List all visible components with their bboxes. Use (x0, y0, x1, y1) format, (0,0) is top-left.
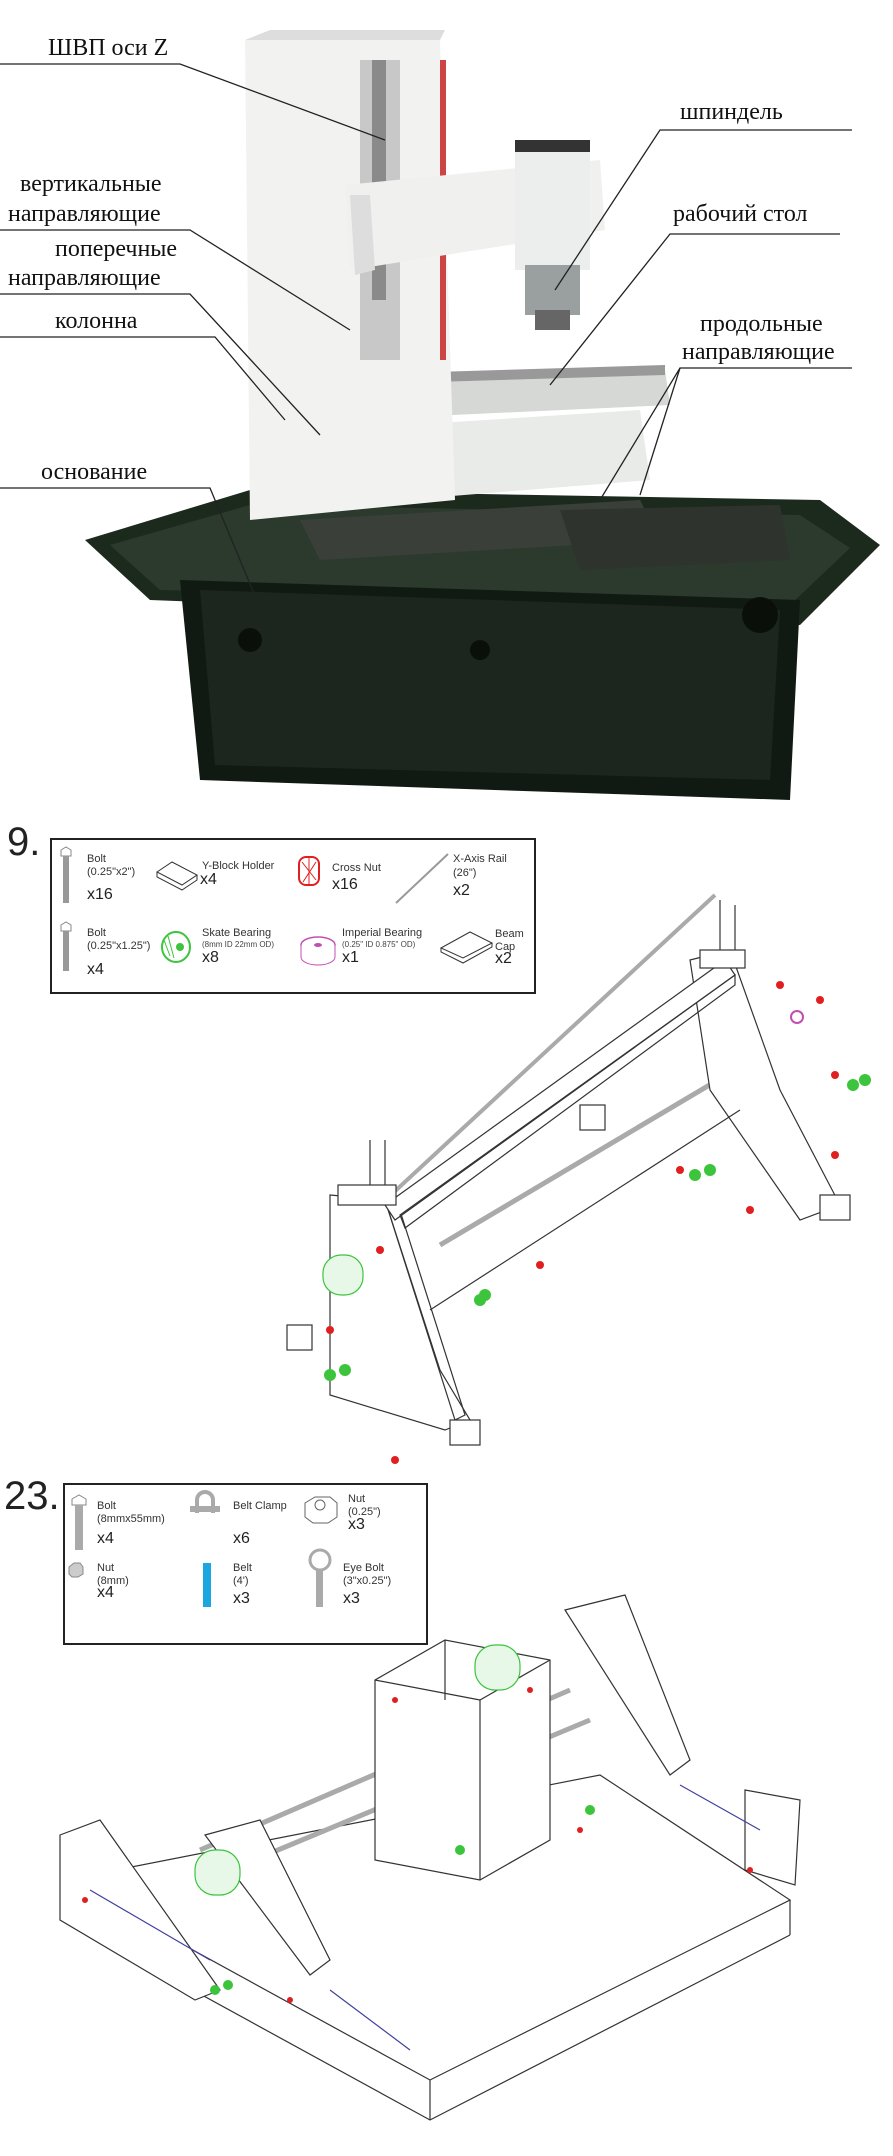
part-nut-quarter-spec: (0.25") (348, 1506, 381, 1518)
part-imperial-bearing-qty: x1 (342, 949, 359, 966)
part-belt-clamp-name: Belt Clamp (233, 1500, 287, 1512)
cross-nuts-red (326, 981, 839, 1464)
label-ballscrew-z: ШВП оси Z (48, 35, 169, 61)
part-bolt-2in-name: Bolt (87, 853, 106, 865)
label-longitudinal-guides-1: продольные (700, 311, 823, 337)
part-nut-quarter-qty: x3 (348, 1516, 365, 1533)
cnc-machine-photo: ШВП оси Z шпиндель вертикальные направля… (0, 0, 893, 815)
part-cross-nut-name: Cross Nut (332, 862, 381, 874)
label-work-table: рабочий стол (673, 201, 808, 227)
part-belt-clamp-qty: x6 (233, 1530, 250, 1547)
bearings-green (324, 1074, 871, 1381)
part-bolt-8mm-spec: (8mmx55mm) (97, 1513, 165, 1525)
label-vertical-guides-2: направляющие (8, 201, 161, 227)
label-base: основание (41, 459, 148, 485)
label-longitudinal-guides-2: направляющие (682, 339, 835, 365)
step-9-number: 9. (7, 820, 41, 864)
cross-nuts-red-23 (82, 1687, 753, 2003)
part-skate-bearing-qty: x8 (202, 949, 219, 966)
label-spindle: шпиндель (680, 99, 783, 125)
label-cross-guides-2: направляющие (8, 265, 161, 291)
part-eye-bolt-name: Eye Bolt (343, 1562, 384, 1574)
step-23-assembly-drawing (59, 1594, 801, 2121)
part-nut-8mm-qty: x4 (97, 1584, 114, 1601)
cnc-machine-illustration (0, 30, 880, 800)
part-belt-name: Belt (233, 1562, 252, 1574)
step-23-parts-list (63, 1483, 428, 1645)
part-imperial-bearing-spec: (0.25" ID 0.875" OD) (342, 940, 416, 949)
part-y-block-holder-qty: x4 (200, 871, 217, 888)
part-bolt-125-qty: x4 (87, 961, 104, 978)
part-bolt-2in-spec: (0.25"x2") (87, 866, 136, 878)
label-column: колонна (55, 308, 138, 334)
part-eye-bolt-spec: (3"x0.25") (343, 1575, 392, 1587)
part-skate-bearing-spec: (8mm ID 22mm OD) (202, 940, 274, 949)
part-bolt-125-name: Bolt (87, 927, 106, 939)
part-cross-nut-qty: x16 (332, 876, 358, 893)
part-belt-qty: x3 (233, 1590, 250, 1607)
part-bolt-125-spec: (0.25"x1.25") (87, 940, 151, 952)
part-beam-cap-name: Beam (495, 928, 524, 940)
part-imperial-bearing-name: Imperial Bearing (342, 927, 423, 939)
bearings-green-23 (210, 1805, 595, 1995)
part-belt-spec: (4') (233, 1575, 249, 1587)
part-bolt-8mm-qty: x4 (97, 1530, 114, 1547)
part-x-axis-rail-name: X-Axis Rail (453, 853, 507, 865)
part-beam-cap-name2: Cap (495, 941, 516, 953)
part-x-axis-rail-spec: (26") (453, 867, 477, 879)
part-nut-8mm-name: Nut (97, 1562, 115, 1574)
step-23-number: 23. (4, 1474, 60, 1518)
part-skate-bearing-name: Skate Bearing (202, 927, 272, 939)
part-nut-quarter-name: Nut (348, 1493, 366, 1505)
part-y-block-holder-name: Y-Block Holder (202, 860, 275, 872)
label-cross-guides-1: поперечные (55, 236, 178, 262)
imperial-bearing-mark (790, 1010, 804, 1024)
part-beam-cap-qty: x2 (495, 950, 512, 967)
part-x-axis-rail-qty: x2 (453, 882, 470, 899)
part-bolt-2in-qty: x16 (87, 886, 113, 903)
part-eye-bolt-qty: x3 (343, 1590, 360, 1607)
part-nut-8mm-spec: (8mm) (97, 1575, 129, 1587)
part-bolt-8mm-name: Bolt (97, 1500, 116, 1512)
label-vertical-guides-1: вертикальные (20, 171, 162, 197)
